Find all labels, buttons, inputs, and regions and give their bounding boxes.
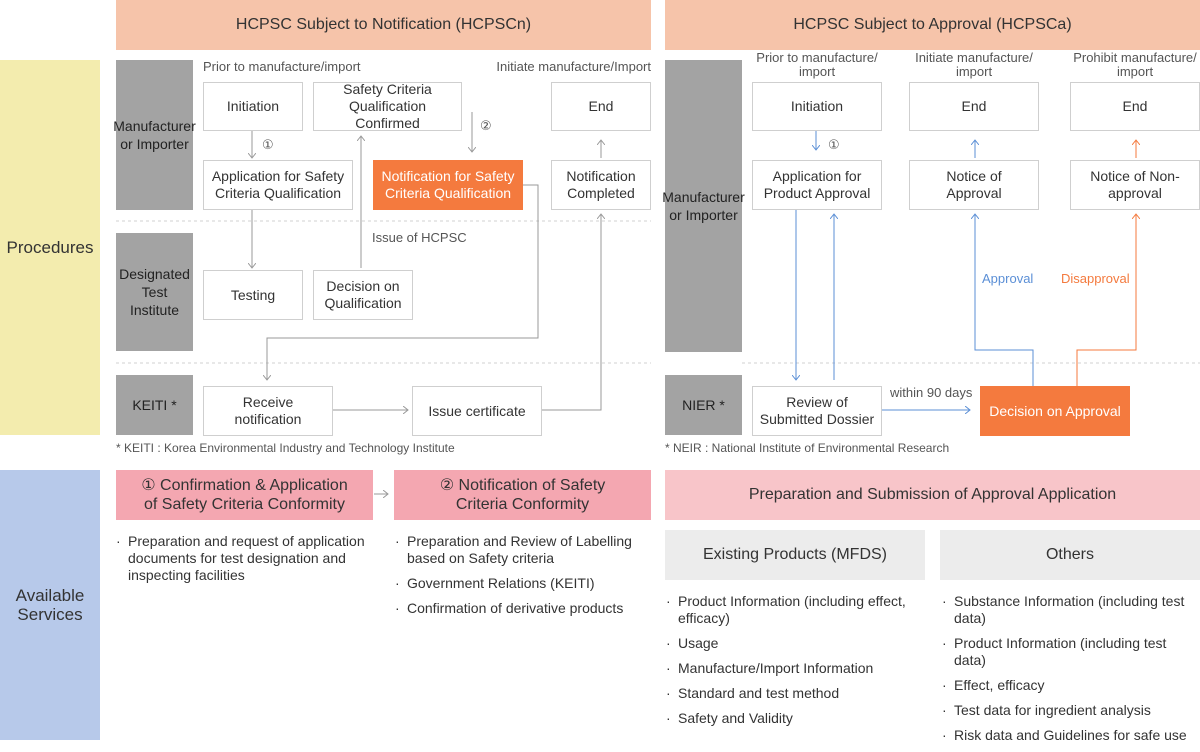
actor-test-institute: Designated Test Institute	[116, 233, 193, 351]
label-step1-right: ①	[828, 137, 840, 152]
box-end-approval: End	[909, 82, 1039, 131]
box-review-dossier: Review of Submitted Dossier	[752, 386, 882, 436]
others-header: Others	[940, 530, 1200, 580]
box-issue-certificate: Issue certificate	[412, 386, 542, 436]
box-initiation-right: Initiation	[752, 82, 882, 131]
box-notification-completed: Notification Completed	[551, 160, 651, 210]
box-notice-non-approval: Notice of Non-approval	[1070, 160, 1200, 210]
hcpscn-header: HCPSC Subject to Notification (HCPSCn)	[116, 0, 651, 50]
box-notice-approval: Notice of Approval	[909, 160, 1039, 210]
list-item: Product Information (including test data…	[942, 635, 1200, 669]
actor-manufacturer-left: Manufacturer or Importer	[113, 60, 196, 210]
existing-products-list: Product Information (including effect, e…	[666, 593, 925, 735]
actor-nier: NIER *	[665, 375, 742, 435]
service1-title: ① Confirmation & Application of Safety C…	[116, 470, 373, 520]
actor-manufacturer-right: Manufacturer or Importer	[662, 60, 745, 352]
list-item: Test data for ingredient analysis	[942, 702, 1200, 719]
list-item: Safety and Validity	[666, 710, 925, 727]
list-item: Preparation and request of application d…	[116, 533, 373, 584]
list-item: Effect, efficacy	[942, 677, 1200, 694]
hcpsca-header: HCPSC Subject to Approval (HCPSCa)	[665, 0, 1200, 50]
box-end-left: End	[551, 82, 651, 131]
box-application-right: Application for Product Approval	[752, 160, 882, 210]
label-initiate-left: Initiate manufacture/Import	[496, 59, 651, 74]
box-application-left: Application for Safety Criteria Qualific…	[203, 160, 353, 210]
list-item: Standard and test method	[666, 685, 925, 702]
box-safety-confirmed: Safety Criteria Qualification Confirmed	[313, 81, 462, 131]
label-prior-left: Prior to manufacture/import	[203, 59, 361, 74]
label-initiate-right: Initiate manufacture/ import	[915, 50, 1033, 79]
footnote-keiti: * KEITI : Korea Environmental Industry a…	[116, 441, 455, 455]
service2-list: Preparation and Review of Labelling base…	[395, 533, 651, 625]
box-notification-left: Notification for Safety Criteria Qualifi…	[373, 160, 523, 210]
label-within-90-days: within 90 days	[890, 385, 973, 400]
list-item: Confirmation of derivative products	[395, 600, 651, 617]
list-item: Substance Information (including test da…	[942, 593, 1200, 627]
label-prior-right: Prior to manufacture/ import	[756, 50, 878, 79]
others-list: Substance Information (including test da…	[942, 593, 1200, 752]
list-item: Preparation and Review of Labelling base…	[395, 533, 651, 567]
box-decision-qualification: Decision on Qualification	[313, 270, 413, 320]
actor-keiti: KEITI *	[116, 375, 193, 435]
label-step1-left: ①	[262, 137, 274, 152]
label-disapproval: Disapproval	[1061, 271, 1130, 286]
label-prohibit-right: Prohibit manufacture/ import	[1073, 50, 1197, 79]
service2-title: ② Notification of Safety Criteria Confor…	[394, 470, 651, 520]
box-end-prohibit: End	[1070, 82, 1200, 131]
footnote-nier: * NEIR : National Institute of Environme…	[665, 441, 950, 455]
label-step2-left: ②	[480, 118, 492, 133]
services-label: Available Services	[0, 470, 100, 740]
service3-title: Preparation and Submission of Approval A…	[665, 470, 1200, 520]
box-testing: Testing	[203, 270, 303, 320]
service1-list: Preparation and request of application d…	[116, 533, 373, 592]
box-decision-approval: Decision on Approval	[980, 386, 1130, 436]
list-item: Government Relations (KEITI)	[395, 575, 651, 592]
list-item: Product Information (including effect, e…	[666, 593, 925, 627]
box-receive-notification: Receive notification	[203, 386, 333, 436]
label-issue-hcpsc: Issue of HCPSC	[372, 230, 467, 245]
list-item: Manufacture/Import Information	[666, 660, 925, 677]
list-item: Usage	[666, 635, 925, 652]
list-item: Risk data and Guidelines for safe use	[942, 727, 1200, 744]
procedures-label: Procedures	[0, 60, 100, 435]
box-initiation-left: Initiation	[203, 82, 303, 131]
label-approval: Approval	[982, 271, 1034, 286]
existing-products-header: Existing Products (MFDS)	[665, 530, 925, 580]
